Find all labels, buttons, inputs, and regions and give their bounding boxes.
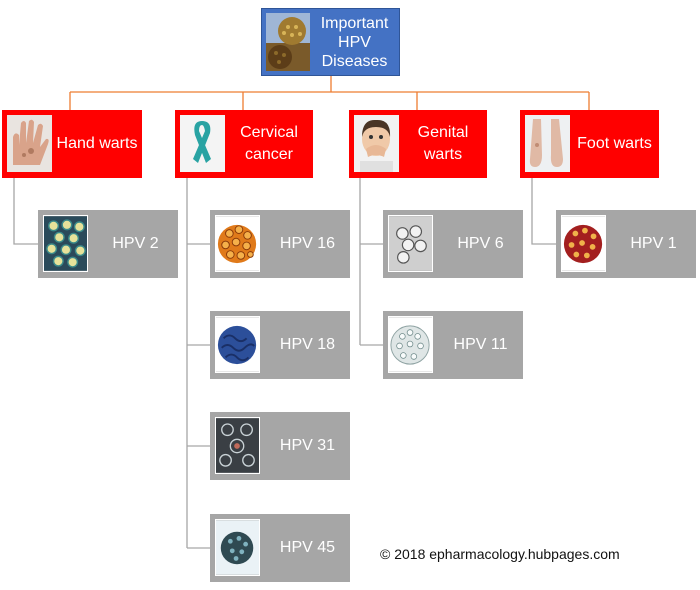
- hpv2-virion-icon: [43, 215, 88, 272]
- hpv-type-node: HPV 2: [38, 210, 178, 278]
- awareness-ribbon-icon: [180, 115, 225, 172]
- foot-wart-icon: [525, 115, 570, 172]
- hand-wart-icon: [7, 115, 52, 172]
- disease-label: Hand warts: [56, 135, 138, 152]
- hpv-type-node: HPV 31: [210, 412, 350, 480]
- hpv11-virion-icon: [388, 316, 433, 373]
- disease-label: Foot warts: [577, 135, 652, 152]
- embarrassed-person-icon: [354, 115, 399, 172]
- hpv-type-node: HPV 18: [210, 311, 350, 379]
- hpv-type-label: HPV 45: [279, 539, 336, 556]
- root-connectors: [69, 76, 590, 110]
- copyright-text: © 2018 epharmacology.hubpages.com: [380, 546, 620, 562]
- hpv-type-node: HPV 45: [210, 514, 350, 582]
- hpv1-virion-icon: [561, 215, 606, 272]
- hpv-type-label: HPV 2: [112, 235, 159, 252]
- hpv16-virion-icon: [215, 215, 260, 272]
- disease-node-cervical-cancer: Cervical cancer: [175, 110, 313, 178]
- root-node: Important HPV Diseases: [261, 8, 400, 76]
- hpv18-virion-icon: [215, 316, 260, 373]
- hpv45-virion-icon: [215, 519, 260, 576]
- disease-label: Cervical cancer: [240, 124, 298, 163]
- disease-node-genital-warts: Genital warts: [349, 110, 487, 178]
- hpv-type-label: HPV 18: [279, 336, 336, 353]
- disease-node-hand-warts: Hand warts: [2, 110, 142, 178]
- hpv6-micrograph-icon: [388, 215, 433, 272]
- hpv-type-node: HPV 1: [556, 210, 696, 278]
- root-title: Important HPV Diseases: [320, 14, 389, 70]
- hpv-type-label: HPV 31: [279, 437, 336, 454]
- disease-label: Genital warts: [417, 124, 469, 163]
- hpv-type-node: HPV 11: [383, 311, 523, 379]
- hpv-virion-icon: [266, 13, 310, 71]
- hpv-type-label: HPV 6: [457, 235, 504, 252]
- disease-node-foot-warts: Foot warts: [520, 110, 659, 178]
- hpv-type-label: HPV 1: [630, 235, 677, 252]
- type-connectors: [13, 178, 556, 549]
- hpv31-virion-icon: [215, 417, 260, 474]
- hpv-type-label: HPV 11: [453, 336, 508, 353]
- hpv-type-node: HPV 16: [210, 210, 350, 278]
- hpv-type-label: HPV 16: [279, 235, 336, 252]
- hpv-type-node: HPV 6: [383, 210, 523, 278]
